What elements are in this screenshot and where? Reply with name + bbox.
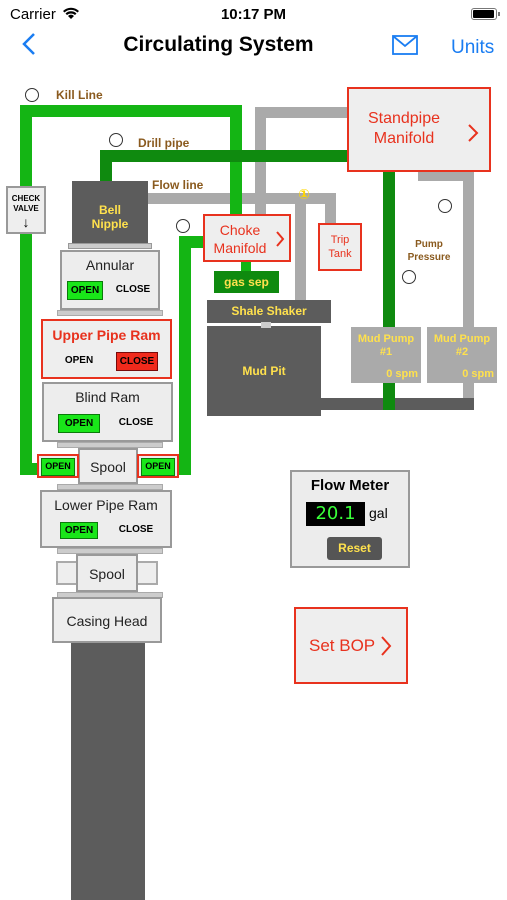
bell-nipple: Bell Nipple [72,181,148,243]
flow-meter-reset-button[interactable]: Reset [327,537,382,560]
choke-manifold-button[interactable]: Choke Manifold [203,214,291,262]
upper-pipe-ram-label: Upper Pipe Ram [52,327,161,343]
spool-left-open-button[interactable]: OPEN [41,458,75,476]
kill-line-label: Kill Line [56,88,103,102]
mud-pump-2-rate: 0 spm [462,368,494,380]
spool-top: Spool [78,448,138,484]
spool-left-valve: OPEN [37,454,79,478]
units-button[interactable]: Units [451,37,495,58]
battery-icon [471,8,500,20]
drill-pipe-gauge-icon [109,133,123,147]
pump2-gauge-icon [438,199,452,213]
carrier-label: Carrier [10,6,56,23]
upper-pipe-ram-close-button[interactable]: CLOSE [116,352,158,371]
trip-tank-button[interactable]: Trip Tank [318,223,362,271]
shale-shaker: Shale Shaker [207,300,331,323]
mail-icon[interactable] [392,35,418,55]
set-bop-label: Set BOP [309,636,376,655]
chevron-right-icon [468,124,479,142]
kill-line-gauge-icon [25,88,39,102]
trip-tank-label: Trip Tank [328,234,352,260]
casing-head: Casing Head [52,597,162,643]
flow-line-label: Flow line [152,178,204,192]
mud-pit: Mud Pit [207,326,321,416]
blind-ram: Blind Ram OPEN CLOSE [42,382,173,442]
lower-pipe-ram-close-button[interactable]: CLOSE [118,524,154,535]
upper-pipe-ram-open-button[interactable]: OPEN [64,355,94,366]
lower-pipe-ram: Lower Pipe Ram OPEN CLOSE [40,490,172,548]
mud-pump-1: Mud Pump #1 0 spm [351,327,421,383]
flow-meter-title: Flow Meter [310,477,390,494]
mud-pump-1-rate: 0 spm [386,368,418,380]
spool-right-open-button[interactable]: OPEN [141,458,175,476]
bell-nipple-label: Bell Nipple [91,203,129,231]
spool-bottom: Spool [76,554,138,592]
choke-manifold-label: Choke Manifold [213,222,267,256]
flow-meter-display: 20.1 [306,502,365,526]
lower-pipe-ram-label: Lower Pipe Ram [54,497,158,513]
back-chevron-icon[interactable] [22,32,36,56]
pump-pressure-label: Pump Pressure [407,239,451,263]
standpipe-manifold-label: Standpipe Manifold [367,110,441,147]
annular-open-button[interactable]: OPEN [67,281,103,300]
blind-ram-close-button[interactable]: CLOSE [118,417,154,428]
page-title: Circulating System [123,33,314,56]
mud-pump-2-label: Mud Pump #2 [433,333,491,358]
mud-pump-1-label: Mud Pump #1 [357,333,415,358]
chevron-right-icon [381,636,392,656]
set-bop-button[interactable]: Set BOP [294,607,408,684]
pump1-gauge-icon [402,270,416,284]
casing-pipe [71,643,145,900]
down-arrow-icon: ↓ [22,214,30,230]
clock: 10:17 PM [220,6,287,23]
drill-pipe-label: Drill pipe [138,136,190,150]
gas-separator: gas sep [214,271,279,293]
check-valve-label: CHECK VALVE [11,194,41,213]
standpipe-manifold-button[interactable]: Standpipe Manifold [347,87,491,172]
check-valve: CHECK VALVE ↓ [6,186,46,234]
chevron-right-icon [276,231,285,247]
flow-meter-unit: gal [369,505,388,521]
upper-pipe-ram: Upper Pipe Ram OPEN CLOSE [41,319,172,379]
trip-tank-marker: ① [298,186,310,202]
mud-pump-2: Mud Pump #2 0 spm [427,327,497,383]
blind-ram-label: Blind Ram [75,389,140,405]
annular-preventer: Annular OPEN CLOSE [60,250,160,310]
lower-pipe-ram-open-button[interactable]: OPEN [60,522,98,539]
choke-gauge-icon [176,219,190,233]
wifi-icon [63,7,79,19]
annular-label: Annular [85,257,135,273]
spool-right-valve: OPEN [137,454,179,478]
blind-ram-open-button[interactable]: OPEN [58,414,100,433]
flow-meter-panel: Flow Meter 20.1 gal Reset [290,470,410,568]
annular-close-button[interactable]: CLOSE [115,284,151,295]
